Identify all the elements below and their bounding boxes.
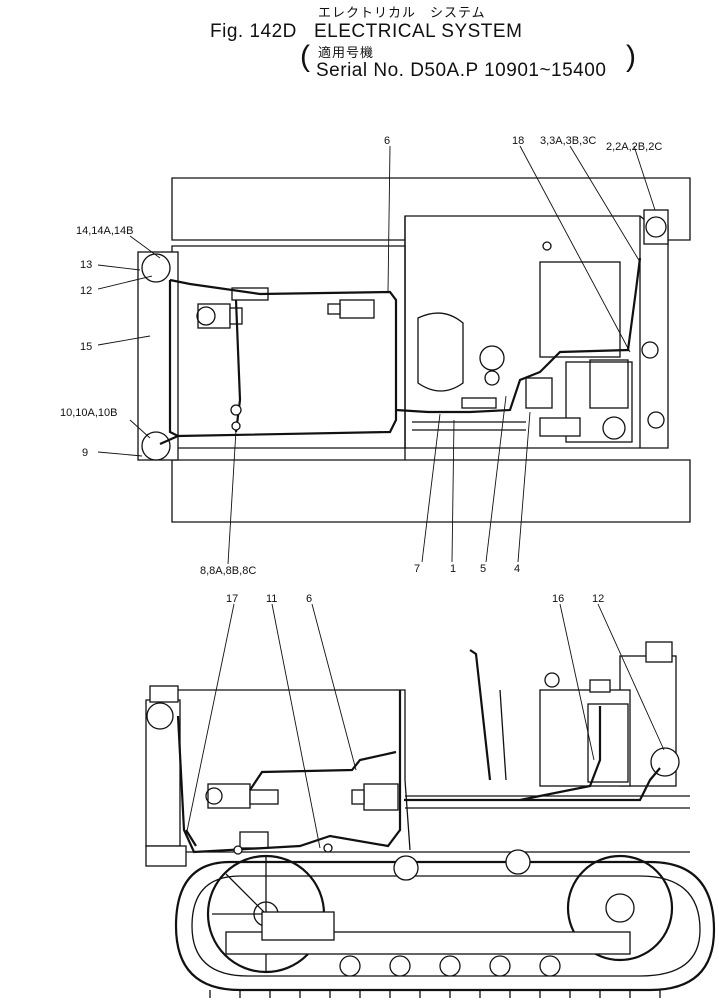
side-main-frame [405, 795, 690, 809]
callout-7: 7 [414, 563, 420, 575]
plan-rear-light-top-lens [645, 216, 667, 238]
plan-wire-clip [230, 404, 242, 416]
side-track-shoes [209, 990, 661, 998]
side-front-cap [149, 685, 179, 703]
plan-pivot-right [641, 341, 659, 359]
side-rear-sprocket-hub [605, 893, 635, 923]
plan-front-light-bottom [141, 431, 171, 461]
plan-lever [461, 397, 497, 409]
japanese-applicable-label: 適用号機 [318, 45, 375, 60]
plan-wire-clip-2 [231, 421, 241, 431]
callout-10: 10,10A,10B [60, 407, 118, 419]
side-bumper [145, 845, 187, 867]
callout-12-side: 12 [592, 593, 604, 605]
plan-rear-light-top [643, 209, 669, 245]
callout-3: 3,3A,3B,3C [540, 135, 596, 147]
plan-radiator [137, 251, 179, 461]
side-leader-lines [185, 603, 665, 849]
callout-6-top: 6 [384, 135, 390, 147]
callout-4: 4 [514, 563, 520, 575]
side-wire-clip-2 [323, 843, 333, 853]
side-carrier-roller-2 [505, 849, 531, 875]
side-carrier-roller-1 [393, 855, 419, 881]
side-lower-roller-1 [339, 955, 361, 977]
side-lower-roller-5 [539, 955, 561, 977]
plan-track-upper [171, 177, 691, 241]
plan-knob [542, 241, 552, 251]
side-hood [160, 689, 411, 851]
plan-meter [602, 416, 626, 440]
callout-9: 9 [82, 447, 88, 459]
side-battery-box [539, 689, 631, 787]
callout-2: 2,2A,2B,2C [606, 141, 662, 153]
plan-switch [539, 417, 581, 437]
figure-number: Fig. 142D [210, 21, 297, 42]
plan-fan-pulley [479, 345, 505, 371]
plan-front-light-top [141, 253, 171, 283]
callout-14: 14,14A,14B [76, 225, 134, 237]
callout-11: 11 [266, 593, 277, 605]
side-control-lever [469, 649, 492, 781]
side-fuel-cap [645, 641, 673, 663]
callout-13: 13 [80, 259, 92, 271]
callout-15: 15 [80, 341, 92, 353]
plan-leader-lines [97, 145, 656, 565]
plan-fender-right [404, 216, 641, 460]
side-head-light [146, 702, 174, 730]
plan-pivot-lower [647, 411, 665, 429]
japanese-title: エレクトリカル システム [318, 5, 486, 20]
side-crawler-track [174, 860, 716, 992]
side-rear-light [650, 747, 680, 777]
side-starter-motor [205, 783, 279, 809]
page-title: ELECTRICAL SYSTEM [314, 21, 523, 42]
callout-17: 17 [226, 593, 238, 605]
plan-battery [589, 359, 629, 409]
plan-frame-rails [412, 421, 526, 431]
callout-12-top: 12 [80, 285, 92, 297]
side-gauge [544, 672, 560, 688]
plan-air-cleaner [417, 312, 464, 392]
plan-wiring-harness [159, 257, 642, 446]
side-generator [351, 783, 399, 811]
paren-close: ) [626, 40, 637, 73]
paren-open: ( [300, 40, 311, 73]
plan-starter-motor [196, 303, 243, 329]
side-control-lever-2 [499, 689, 507, 781]
plan-track-lower [171, 459, 691, 523]
callout-8: 8,8A,8B,8C [200, 565, 256, 577]
side-lower-roller-3 [439, 955, 461, 977]
side-lower-roller-2 [389, 955, 411, 977]
plan-view [137, 177, 691, 523]
plan-engine-hood [171, 245, 406, 449]
plan-fuel-tank [539, 261, 621, 358]
callout-5: 5 [480, 563, 486, 575]
plan-hub [484, 370, 500, 386]
callout-18: 18 [512, 135, 524, 147]
side-rear-sprocket [566, 854, 674, 962]
side-lower-roller-4 [489, 955, 511, 977]
plan-battery-box [565, 361, 633, 443]
callout-6-side: 6 [306, 593, 312, 605]
side-recoil-spring [261, 911, 335, 941]
side-wire-clip-1 [233, 845, 243, 855]
side-wiring-harness [176, 690, 661, 854]
side-track-inner [191, 875, 701, 977]
plan-generator [231, 287, 375, 319]
side-battery-top [589, 679, 611, 693]
serial-number: Serial No. D50A.P 10901~15400 [316, 60, 607, 81]
callout-1: 1 [450, 563, 456, 575]
side-view [145, 641, 716, 998]
side-battery [587, 703, 629, 783]
plan-regulator [525, 377, 553, 409]
side-solenoid [239, 831, 269, 849]
callout-16: 16 [552, 593, 564, 605]
